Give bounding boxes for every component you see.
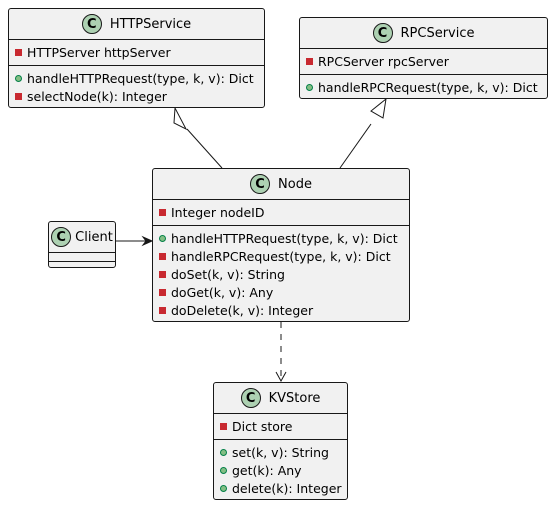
public-visibility-icon bbox=[220, 484, 227, 492]
public-visibility-icon bbox=[220, 466, 227, 474]
method-row: handleHTTPRequest(type, k, v): Dict bbox=[153, 229, 409, 247]
edge-node-httpservice bbox=[186, 128, 223, 169]
method-row: handleRPCRequest(type, k, v): Dict bbox=[153, 247, 409, 265]
methods-section bbox=[49, 261, 115, 270]
class-kvstore[interactable]: C KVStore Dict store set(k, v): String g… bbox=[213, 382, 348, 500]
class-c-icon: C bbox=[81, 14, 102, 34]
method-text: delete(k): Integer bbox=[232, 480, 342, 496]
public-visibility-icon bbox=[159, 234, 166, 242]
attributes-section: HTTPServer httpServer bbox=[9, 39, 264, 65]
class-name: Client bbox=[75, 229, 113, 245]
methods-section: handleRPCRequest(type, k, v): Dict bbox=[300, 74, 547, 100]
inheritance-arrowhead bbox=[173, 106, 188, 131]
class-name: KVStore bbox=[268, 390, 321, 406]
attribute-row: RPCServer rpcServer bbox=[300, 52, 547, 70]
method-row: handleRPCRequest(type, k, v): Dict bbox=[300, 78, 547, 96]
method-row: get(k): Any bbox=[214, 461, 347, 479]
methods-section: set(k, v): String get(k): Any delete(k):… bbox=[214, 439, 347, 501]
class-c-icon: C bbox=[250, 174, 271, 194]
class-client[interactable]: C Client bbox=[48, 221, 116, 268]
class-name: HTTPService bbox=[109, 16, 192, 32]
class-rpcservice[interactable]: C RPCService RPCServer rpcServer handleR… bbox=[299, 17, 548, 99]
public-visibility-icon bbox=[220, 448, 227, 456]
method-text: set(k, v): String bbox=[232, 444, 329, 460]
methods-section: handleHTTPRequest(type, k, v): Dict hand… bbox=[153, 225, 409, 323]
class-c-icon: C bbox=[240, 388, 261, 408]
private-visibility-icon bbox=[159, 208, 166, 216]
method-text: doSet(k, v): String bbox=[171, 266, 285, 282]
class-node[interactable]: C Node Integer nodeID handleHTTPRequest(… bbox=[152, 168, 410, 322]
dependency-arrowhead bbox=[275, 371, 287, 383]
attribute-text: Dict store bbox=[232, 418, 293, 434]
class-c-icon: C bbox=[51, 227, 72, 247]
attribute-row: Dict store bbox=[214, 417, 347, 435]
method-row: selectNode(k): Integer bbox=[9, 87, 264, 105]
method-row: doGet(k, v): Any bbox=[153, 283, 409, 301]
attribute-text: RPCServer rpcServer bbox=[318, 53, 449, 69]
methods-section: handleHTTPRequest(type, k, v): Dict sele… bbox=[9, 65, 264, 109]
attribute-row: Integer nodeID bbox=[153, 203, 409, 221]
private-visibility-icon bbox=[15, 92, 22, 100]
class-name: RPCService bbox=[400, 25, 475, 41]
method-text: handleHTTPRequest(type, k, v): Dict bbox=[171, 230, 398, 246]
attributes-section: RPCServer rpcServer bbox=[300, 48, 547, 74]
private-visibility-icon bbox=[159, 252, 166, 260]
method-row: doDelete(k, v): Integer bbox=[153, 301, 409, 319]
public-visibility-icon bbox=[306, 83, 313, 91]
class-httpservice[interactable]: C HTTPService HTTPServer httpServer hand… bbox=[8, 8, 265, 108]
private-visibility-icon bbox=[220, 422, 227, 430]
method-row: handleHTTPRequest(type, k, v): Dict bbox=[9, 69, 264, 87]
private-visibility-icon bbox=[159, 288, 166, 296]
method-row: doSet(k, v): String bbox=[153, 265, 409, 283]
association-arrowhead bbox=[141, 235, 154, 247]
method-text: selectNode(k): Integer bbox=[27, 88, 167, 104]
attribute-row: HTTPServer httpServer bbox=[9, 43, 264, 61]
private-visibility-icon bbox=[306, 57, 313, 65]
method-text: get(k): Any bbox=[232, 462, 302, 478]
inheritance-arrowhead bbox=[370, 97, 387, 119]
method-row: delete(k): Integer bbox=[214, 479, 347, 497]
method-row: set(k, v): String bbox=[214, 443, 347, 461]
edge-node-rpcservice bbox=[339, 123, 372, 169]
method-text: doDelete(k, v): Integer bbox=[171, 302, 314, 318]
method-text: handleRPCRequest(type, k, v): Dict bbox=[318, 79, 538, 95]
attribute-text: HTTPServer httpServer bbox=[27, 44, 171, 60]
attributes-section bbox=[49, 252, 115, 261]
method-text: doGet(k, v): Any bbox=[171, 284, 274, 300]
attributes-section: Integer nodeID bbox=[153, 199, 409, 225]
class-c-icon: C bbox=[372, 23, 393, 43]
private-visibility-icon bbox=[159, 270, 166, 278]
class-name: Node bbox=[278, 176, 312, 192]
attributes-section: Dict store bbox=[214, 413, 347, 439]
method-text: handleRPCRequest(type, k, v): Dict bbox=[171, 248, 391, 264]
public-visibility-icon bbox=[15, 74, 22, 82]
private-visibility-icon bbox=[15, 48, 22, 56]
private-visibility-icon bbox=[159, 306, 166, 314]
attribute-text: Integer nodeID bbox=[171, 204, 265, 220]
method-text: handleHTTPRequest(type, k, v): Dict bbox=[27, 70, 254, 86]
